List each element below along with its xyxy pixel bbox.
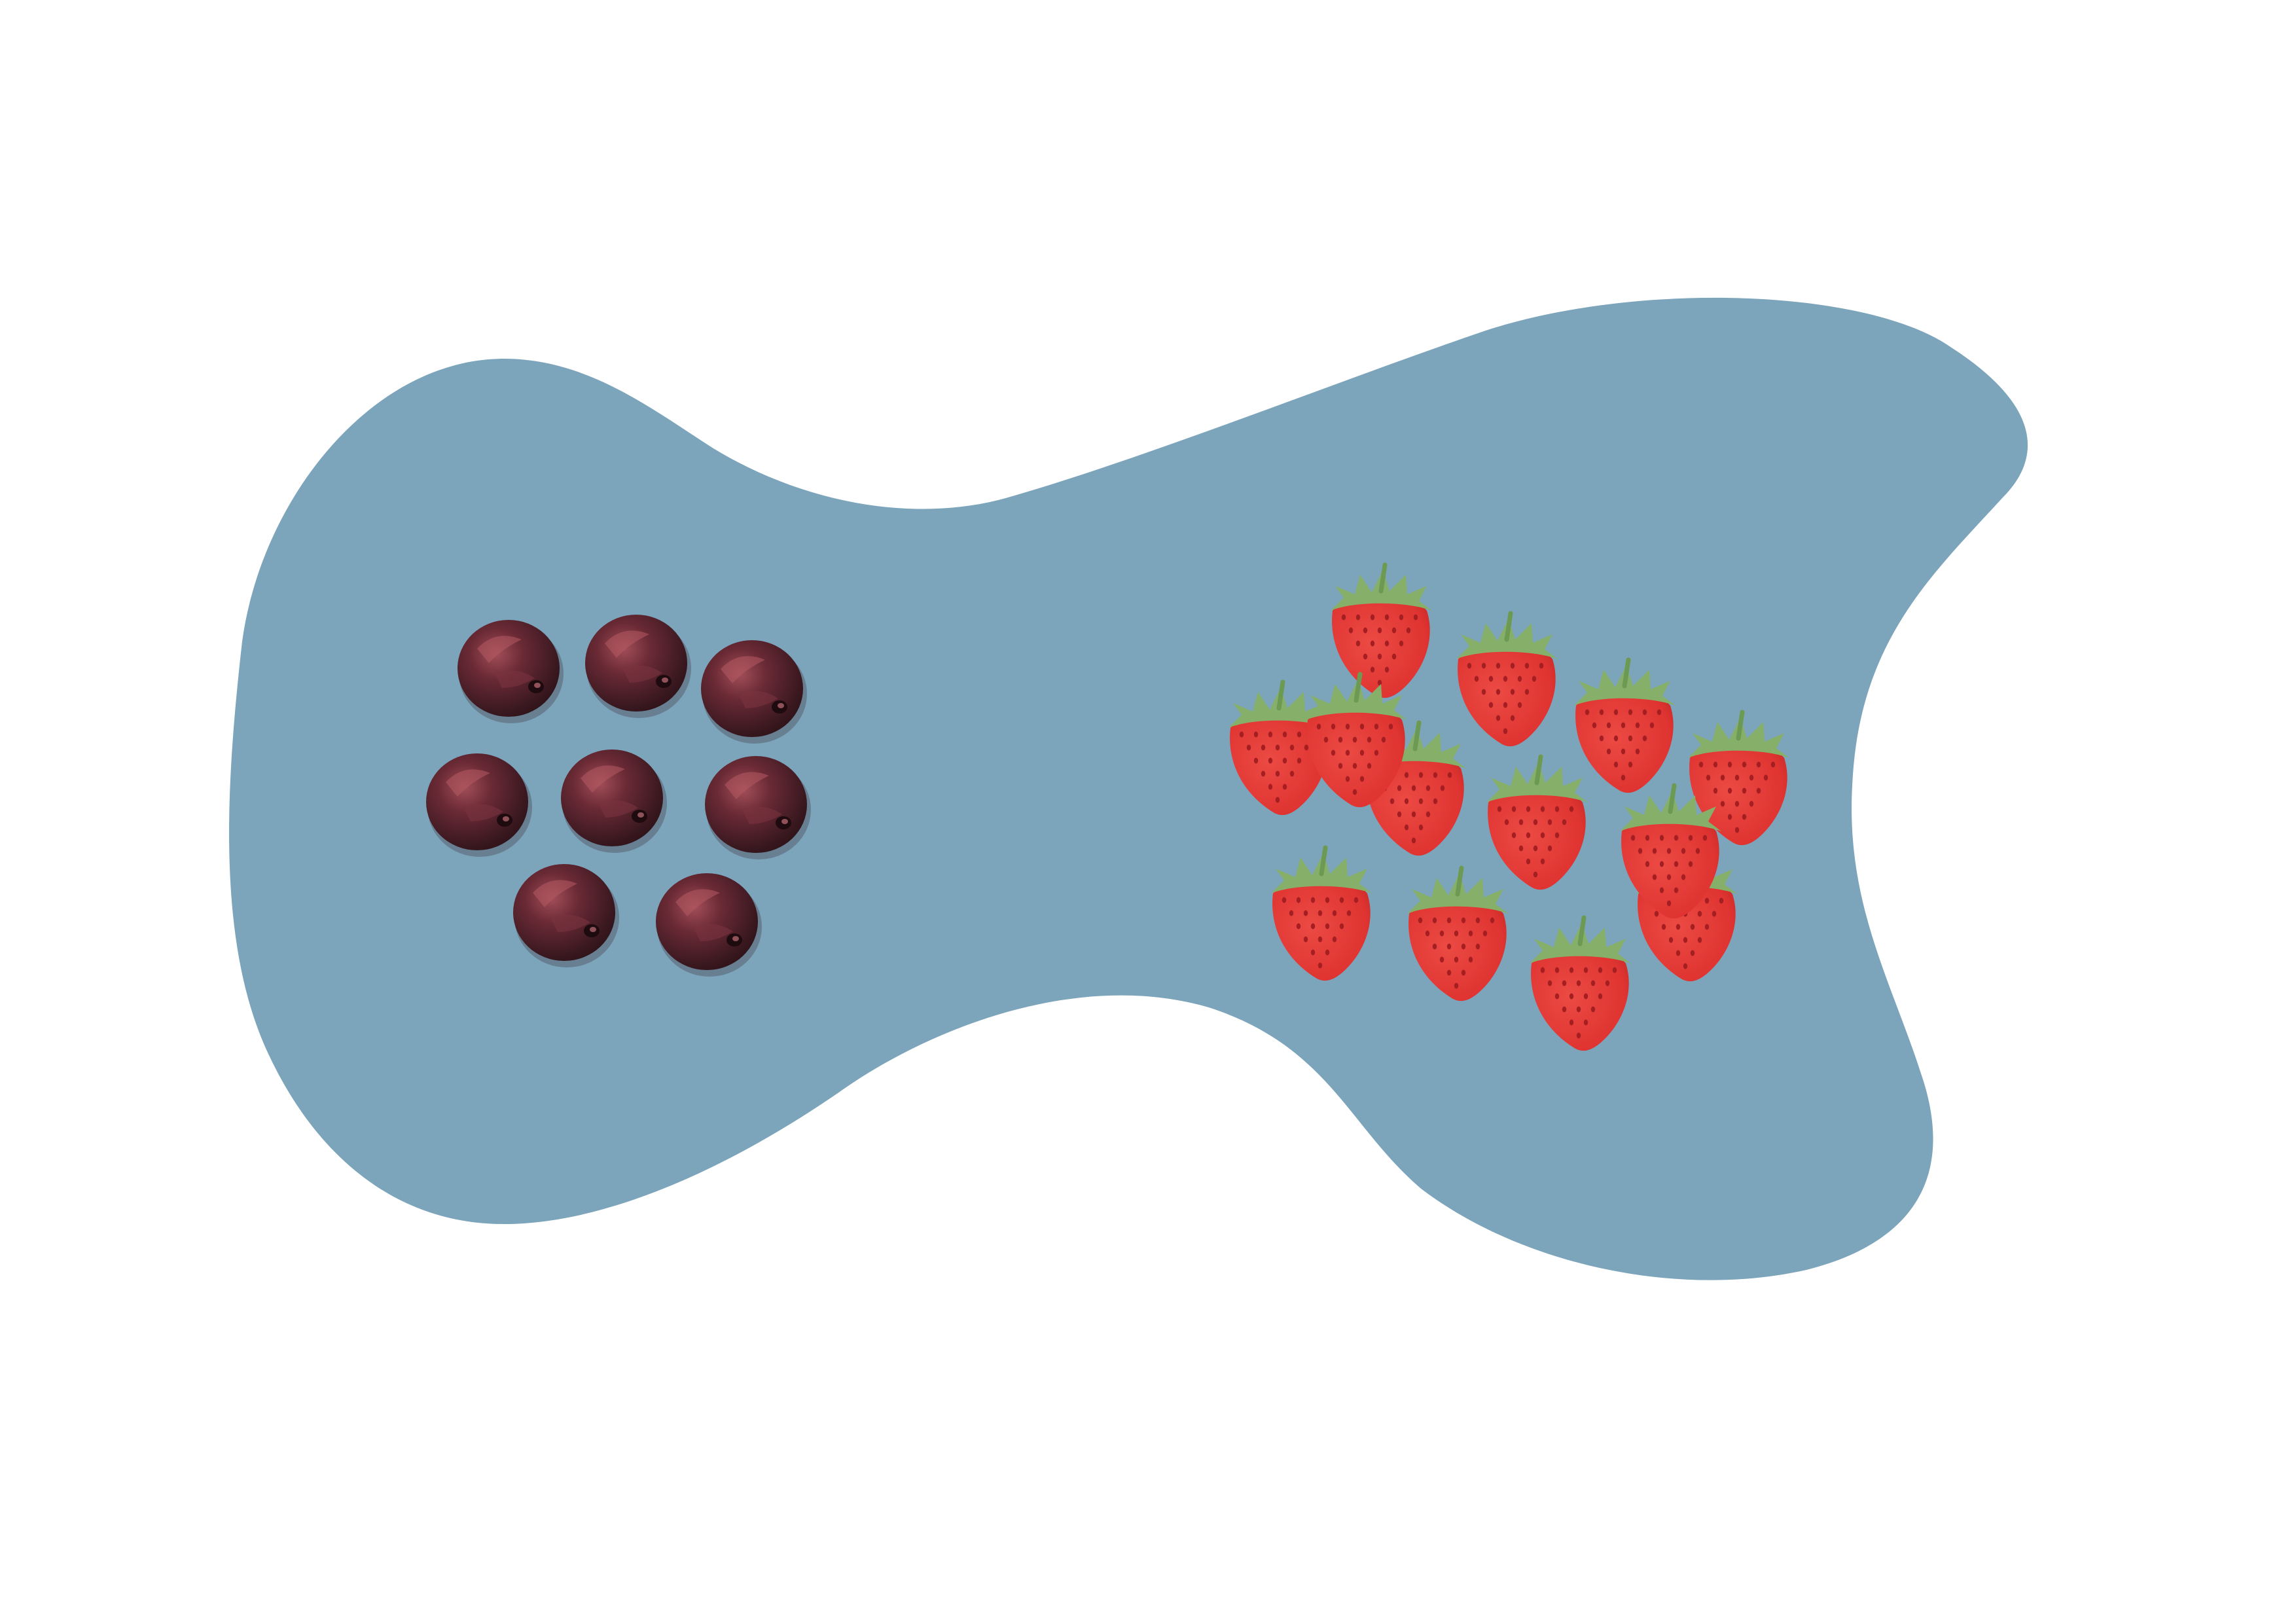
- strawberry-group: [1229, 562, 1789, 1051]
- strawberry-icon: [1688, 710, 1789, 846]
- strawberry-icon: [1331, 562, 1432, 698]
- strawberry-icon: [1456, 611, 1558, 747]
- cherry-icon: [701, 640, 807, 744]
- strawberry-icon: [1530, 915, 1631, 1051]
- cherry-icon: [457, 620, 564, 723]
- strawberry-icon: [1574, 657, 1676, 793]
- cherry-group: [426, 615, 811, 977]
- strawberry-icon: [1620, 783, 1721, 919]
- strawberry-icon: [1271, 845, 1372, 981]
- cherry-icon: [705, 756, 811, 859]
- strawberry-icon: [1306, 672, 1407, 808]
- cherry-icon: [426, 753, 532, 857]
- cherry-icon: [656, 873, 762, 977]
- cherry-icon: [585, 615, 691, 718]
- cherry-icon: [561, 749, 667, 853]
- strawberry-icon: [1407, 865, 1509, 1001]
- strawberry-icon: [1486, 754, 1588, 890]
- cherry-icon: [513, 864, 619, 967]
- strawberry-icon: [1229, 679, 1330, 816]
